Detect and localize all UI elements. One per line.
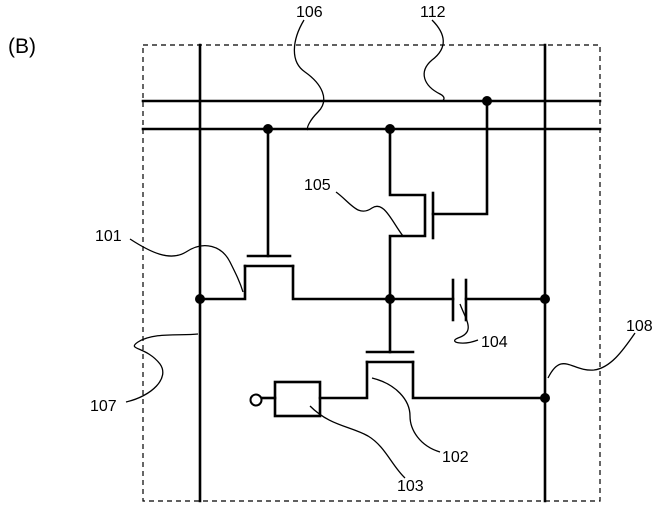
label-107: 107 [90, 398, 117, 415]
leader-107 [126, 334, 198, 402]
label-108: 108 [626, 318, 653, 335]
leader-112 [424, 20, 444, 101]
label-112: 112 [420, 4, 446, 21]
leader-105 [336, 192, 403, 236]
junction-dot [263, 124, 273, 134]
junction-dot [540, 294, 550, 304]
junction-dot [540, 393, 550, 403]
label-104: 104 [481, 334, 508, 351]
label-103: 103 [397, 478, 424, 495]
transistor-102 [320, 299, 545, 398]
panel-label: (B) [8, 35, 36, 58]
label-105: 105 [304, 177, 331, 194]
junction-dot [385, 124, 395, 134]
leader-108 [548, 333, 635, 378]
leader-102 [372, 378, 440, 452]
transistor-105 [390, 101, 487, 299]
leader-106 [294, 20, 323, 130]
label-102: 102 [442, 449, 469, 466]
junction-dot [385, 294, 395, 304]
label-101: 101 [95, 228, 122, 245]
label-106: 106 [296, 4, 323, 21]
capacitor-104 [390, 280, 545, 320]
junction-dot [195, 294, 205, 304]
element-103 [251, 382, 321, 416]
transistor-101 [200, 129, 390, 299]
leader-101 [130, 239, 243, 292]
leader-103 [310, 406, 405, 478]
junction-dot [482, 96, 492, 106]
pixel-boundary [143, 45, 600, 501]
